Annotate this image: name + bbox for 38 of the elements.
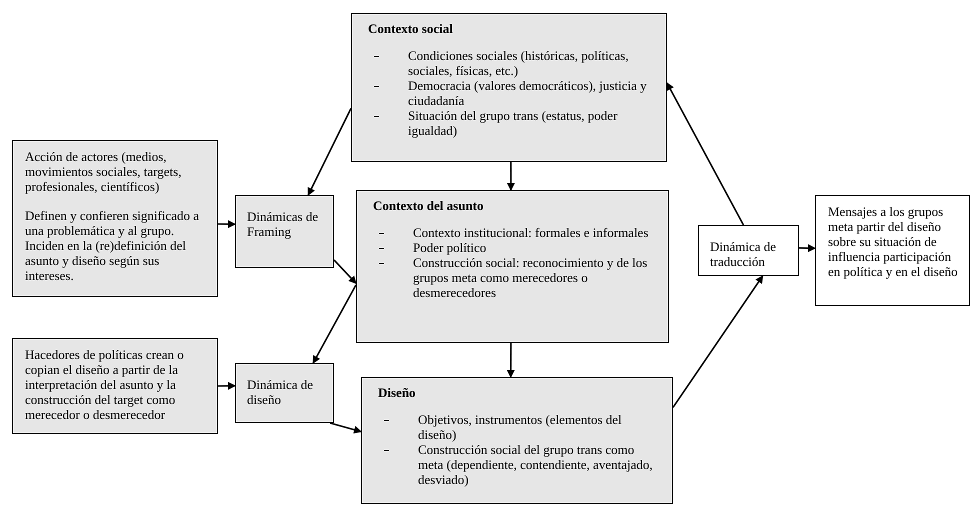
box-text: Acción de actores (medios, movimientos sociales, targets, profesionales, científicos): [25, 149, 182, 194]
context-box: [356, 190, 669, 343]
box-text: Dinámica de diseño: [247, 377, 314, 407]
arrow: [218, 382, 236, 390]
dynamics-box: [235, 195, 334, 268]
bullet-text: Construcción social del grupo trans como meta (dependiente, contendiente, aventajado, desviado): [418, 442, 654, 487]
text-box: [815, 195, 970, 306]
box-text: Dinámicas de Framing: [247, 209, 320, 239]
dynamics-box: [235, 363, 334, 423]
arrow: [506, 343, 515, 378]
arrow: [308, 108, 352, 196]
box-text: Mensajes a los grupos meta partir del diseño sobre su situación de influencia participación en política y en el diseño: [828, 204, 959, 279]
bullet-text: Condiciones sociales (históricas, políticas, sociales, físicas, etc.): [408, 48, 630, 78]
arrow: [672, 275, 764, 408]
text-box: [12, 338, 218, 434]
text-box: [12, 140, 218, 297]
bullet-text: Democracia (valores democráticos), justicia y ciudadanía: [408, 78, 648, 108]
bullet-text: Poder político: [413, 240, 488, 255]
arrow: [333, 259, 357, 284]
bullet-text: Construcción social: reconocimiento y de los grupos meta como merecedores o desmerecedores: [413, 255, 648, 300]
arrow: [330, 422, 362, 434]
box-text: Definen y confieren significado a una problemática y al grupo. Inciden en la (re)definición del asunto y diseño según sus intereses.: [25, 208, 200, 283]
bullet-text: Situación del grupo trans (estatus, poder igualdad): [408, 108, 618, 138]
bullet-text: Contexto institucional: formales e informales: [413, 225, 650, 240]
box-text: Dinámica de traducción: [710, 239, 778, 269]
context-box: [351, 13, 667, 162]
arrow: [312, 284, 357, 364]
context-box: [361, 377, 673, 504]
box-heading: Contexto social: [368, 21, 454, 36]
dynamics-box: [698, 225, 799, 276]
bullet-text: Objetivos, instrumentos (elementos del diseño): [418, 412, 623, 442]
arrow: [798, 244, 816, 252]
box-text: Hacedores de políticas crean o copian el diseño a partir de la interpretación del asunto y la construcción del target como merecedor o desmerecedor: [25, 347, 185, 422]
box-heading: Diseño: [378, 385, 417, 400]
arrow: [218, 220, 236, 228]
arrow: [666, 82, 744, 226]
arrow: [506, 162, 515, 191]
box-heading: Contexto del asunto: [373, 198, 485, 213]
